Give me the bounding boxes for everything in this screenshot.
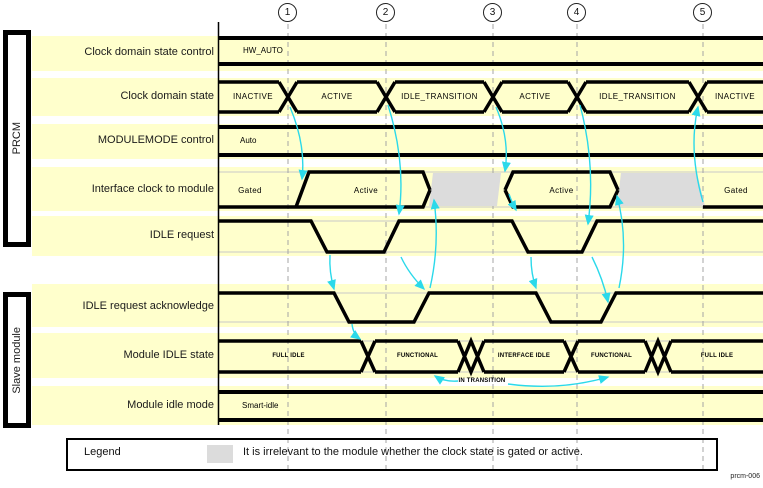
legend-irrelevant-swatch bbox=[207, 445, 233, 463]
clock-segment-active-2: Active bbox=[549, 185, 574, 195]
wave-idle-request-ack bbox=[218, 291, 763, 324]
wave-module-idle-state bbox=[218, 336, 763, 377]
event-marker-3: 3 bbox=[483, 3, 502, 22]
row-label-idle-request-ack: IDLE request acknowledge bbox=[82, 300, 214, 312]
causality-arrows bbox=[289, 104, 704, 388]
state-segment-idle-transition-2: IDLE_TRANSITION bbox=[599, 91, 676, 101]
idle-state-segment-full-idle-2: FULL IDLE bbox=[700, 353, 734, 359]
row-label-module-idle-state: Module IDLE state bbox=[123, 349, 215, 361]
state-segment-active-2: ACTIVE bbox=[519, 91, 551, 101]
event-marker-2: 2 bbox=[376, 3, 395, 22]
group-box-slave-module: Slave module bbox=[3, 292, 31, 428]
event-marker-5: 5 bbox=[693, 3, 712, 22]
value-smart-idle: Smart-idle bbox=[242, 401, 279, 410]
row-label-interface-clock: Interface clock to module bbox=[91, 183, 214, 195]
wave-modulemode-control bbox=[218, 125, 763, 157]
event-marker-4: 4 bbox=[567, 3, 586, 22]
event-marker-1: 1 bbox=[278, 3, 297, 22]
legend-title: Legend bbox=[84, 446, 121, 458]
wave-clock-domain-state bbox=[218, 80, 763, 114]
idle-state-segment-functional-2: FUNCTIONAL bbox=[591, 353, 632, 359]
row-label-clock-domain-state: Clock domain state bbox=[120, 90, 214, 102]
idle-state-segment-full-idle-1: FULL IDLE bbox=[272, 353, 305, 359]
value-modulemode-auto: Auto bbox=[240, 136, 257, 145]
group-box-prcm: PRCM bbox=[3, 30, 31, 247]
wave-interface-clock bbox=[218, 170, 763, 209]
row-label-clock-domain-state-control: Clock domain state control bbox=[84, 46, 214, 58]
wave-clock-domain-state-control bbox=[218, 36, 763, 66]
legend-box bbox=[66, 438, 718, 471]
idle-state-segment-functional-1: FUNCTIONAL bbox=[397, 353, 438, 359]
clock-segment-active-1: Active bbox=[353, 185, 379, 195]
wave-idle-request bbox=[218, 219, 763, 254]
state-segment-idle-transition-1: IDLE_TRANSITION bbox=[401, 91, 478, 101]
figure-code: prcm-006 bbox=[730, 473, 760, 480]
clock-segment-gated-1: Gated bbox=[238, 185, 262, 195]
group-label-slave-module: Slave module bbox=[11, 326, 23, 394]
row-label-idle-request: IDLE request bbox=[149, 229, 214, 241]
state-segment-inactive-1: INACTIVE bbox=[232, 91, 274, 101]
clock-segment-gated-2: Gated bbox=[724, 185, 748, 195]
wave-module-idle-mode bbox=[218, 390, 763, 422]
group-label-prcm: PRCM bbox=[11, 122, 23, 155]
legend-text: It is irrelevant to the module whether t… bbox=[243, 446, 583, 458]
row-label-module-idle-mode: Module idle mode bbox=[127, 399, 214, 411]
irrelevant-clock-regions bbox=[429, 173, 705, 206]
row-label-modulemode-control: MODULEMODE control bbox=[97, 134, 214, 146]
in-transition-annotation: IN TRANSITION bbox=[458, 378, 506, 384]
state-segment-active-1: ACTIVE bbox=[321, 91, 353, 101]
value-hw-auto: HW_AUTO bbox=[243, 46, 283, 55]
state-segment-inactive-2: INACTIVE bbox=[714, 91, 756, 101]
idle-state-segment-interface-idle: INTERFACE IDLE bbox=[497, 353, 551, 359]
